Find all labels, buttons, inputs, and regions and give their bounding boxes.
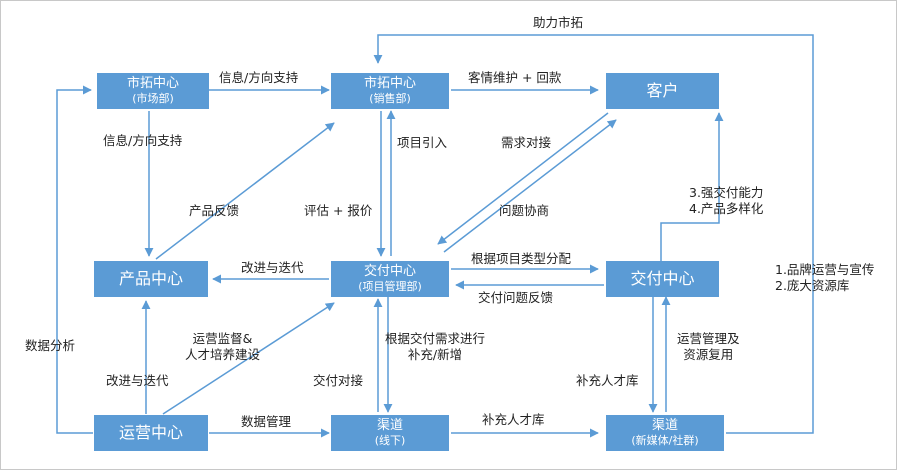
node-subtitle: (项目管理部) (358, 279, 422, 293)
node-customer: 客户 (606, 73, 719, 109)
node-channel-new: 渠道 (新媒体/社群) (606, 415, 724, 451)
node-title: 渠道 (651, 418, 678, 434)
label-capability-line-1: 3.强交付能力 (689, 185, 764, 200)
label-improve-iterate-v: 改进与迭代 (106, 373, 169, 388)
node-operations: 运营中心 (94, 415, 208, 451)
arrow-demand-match (437, 112, 609, 245)
label-info-support-h: 信息/方向支持 (219, 70, 299, 85)
label-data-mgmt: 数据管理 (241, 414, 292, 429)
label-brand: 1.品牌运营与宣传 2.庞大资源库 (775, 262, 874, 293)
label-capability-line-2: 4.产品多样化 (689, 200, 764, 216)
node-delivery: 交付中心 (606, 261, 719, 297)
node-market: 市拓中心 (销售部) (331, 73, 449, 109)
label-ops-mgmt: 运营管理及 资源复用 (677, 331, 740, 362)
label-data-analysis: 数据分析 (25, 338, 76, 353)
label-maintain-payment: 客情维护 + 回款 (468, 70, 562, 85)
label-supplement-line-2: 补充/新增 (407, 346, 463, 362)
label-talent-pool-h: 补充人才库 (482, 412, 545, 427)
node-subtitle: (销售部) (369, 91, 411, 105)
node-subtitle: (新媒体/社群) (631, 433, 699, 447)
label-talent-pool-v: 补充人才库 (576, 373, 639, 388)
node-subtitle: (市场部) (132, 91, 174, 105)
label-brand-line-2: 2.庞大资源库 (775, 277, 850, 293)
label-ops-supervision-line-2: 人才培养建设 (185, 346, 261, 362)
node-channel-offline: 渠道 (线下) (331, 415, 449, 451)
label-issue-coord: 问题协商 (499, 203, 550, 218)
label-ops-supervision-line-1: 运营监督& (192, 331, 253, 346)
node-delivery-pm: 交付中心 (项目管理部) (331, 261, 449, 297)
label-capability: 3.强交付能力 4.产品多样化 (689, 185, 763, 216)
node-title: 产品中心 (118, 269, 183, 289)
arrow-data-analysis (56, 85, 93, 434)
label-project-intro: 项目引入 (397, 135, 448, 150)
label-delivery-dock: 交付对接 (313, 373, 364, 388)
label-ops-mgmt-line-1: 运营管理及 (677, 331, 740, 346)
label-eval-quote: 评估 + 报价 (304, 203, 373, 218)
node-title: 客户 (646, 81, 679, 101)
label-product-feedback: 产品反馈 (189, 203, 240, 218)
arrow-ops-supervision (162, 302, 335, 415)
arrow-market-support (373, 34, 814, 434)
node-market-dev: 市拓中心 (市场部) (97, 73, 209, 109)
arrow-product-feedback (155, 122, 335, 260)
arrow-issue-coord (443, 119, 617, 253)
label-info-support-v: 信息/方向支持 (103, 133, 183, 148)
node-product: 产品中心 (94, 261, 208, 297)
label-market-support: 助力市拓 (533, 15, 584, 30)
node-title: 交付中心 (363, 264, 416, 280)
label-delivery-feedback: 交付问题反馈 (478, 290, 554, 305)
node-title: 市拓中心 (363, 76, 416, 92)
label-ops-mgmt-line-2: 资源复用 (683, 346, 734, 362)
label-brand-line-1: 1.品牌运营与宣传 (775, 262, 875, 277)
label-supplement-line-1: 根据交付需求进行 (385, 331, 486, 346)
label-improve-iterate-h: 改进与迭代 (241, 260, 304, 275)
node-title: 运营中心 (118, 423, 183, 443)
label-demand-match: 需求对接 (501, 135, 552, 150)
label-supplement: 根据交付需求进行 补充/新增 (385, 331, 485, 362)
node-title: 交付中心 (630, 269, 695, 289)
label-assign-by-type: 根据项目类型分配 (471, 251, 572, 266)
arrow-capability (660, 112, 724, 265)
node-title: 市拓中心 (126, 76, 179, 92)
label-ops-supervision: 运营监督& 人才培养建设 (185, 331, 260, 362)
node-title: 渠道 (376, 418, 403, 434)
node-subtitle: (线下) (374, 433, 406, 447)
